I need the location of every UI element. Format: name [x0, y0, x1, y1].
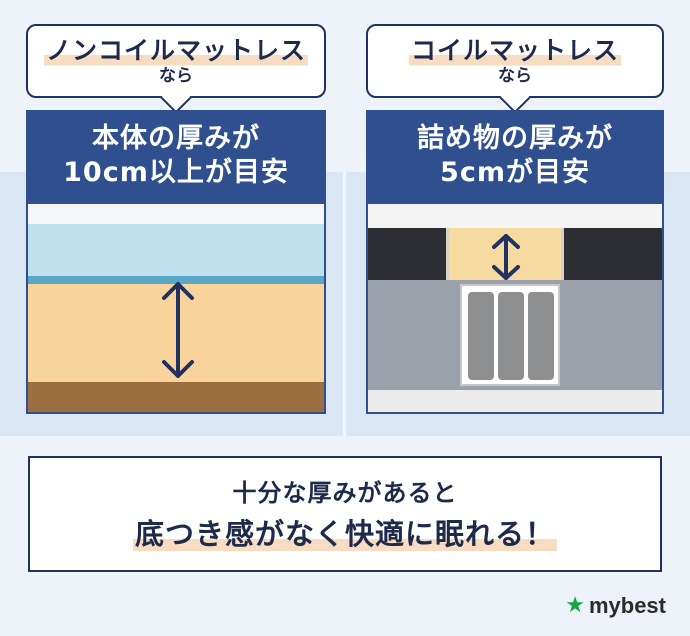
- non-coil-bubble-subtitle: なら: [159, 66, 193, 86]
- star-icon: ★: [565, 593, 585, 618]
- non-coil-headline-line1: 本体の厚みが: [92, 123, 260, 154]
- speech-bubble-tail: [499, 82, 531, 114]
- coil-mattress-photo: [366, 204, 664, 414]
- coil-headline-line2: 5cmが目安: [440, 157, 590, 188]
- conclusion-line1: 十分な厚みがあると: [232, 479, 458, 507]
- coil-speech-bubble: コイルマットレス なら: [366, 24, 664, 114]
- coil-headline-line1: 詰め物の厚みが: [417, 123, 613, 154]
- non-coil-headline: 本体の厚みが 10cm以上が目安: [26, 110, 326, 204]
- coil-headline: 詰め物の厚みが 5cmが目安: [366, 110, 664, 204]
- non-coil-headline-line2: 10cm以上が目安: [63, 157, 289, 188]
- panel-divider: [343, 172, 346, 436]
- coil-bubble-title: コイルマットレス: [408, 34, 621, 68]
- mybest-logo: ★ mybest: [565, 590, 666, 622]
- coil-spring: [528, 292, 554, 380]
- conclusion-message-box: 十分な厚みがあると 底つき感がなく快適に眠れる！: [28, 456, 662, 572]
- logo-text: mybest: [588, 593, 666, 618]
- mattress-edge-left: [368, 228, 446, 280]
- coil-cutaway: [460, 284, 560, 386]
- non-coil-mattress-photo: [26, 204, 326, 414]
- non-coil-bubble-title: ノンコイルマットレス: [43, 34, 308, 68]
- mattress-edge-right: [564, 228, 662, 280]
- coil-spring: [498, 292, 524, 380]
- thickness-arrow-icon: [162, 282, 194, 378]
- foam-top-layer: [28, 224, 324, 276]
- coil-spring: [468, 292, 494, 380]
- thickness-arrow-icon: [492, 234, 520, 280]
- coil-bubble-subtitle: なら: [498, 66, 532, 86]
- conclusion-line2: 底つき感がなく快適に眠れる！: [132, 514, 557, 554]
- non-coil-speech-bubble: ノンコイルマットレス なら: [26, 24, 326, 114]
- wooden-base: [28, 382, 324, 412]
- speech-bubble-tail: [160, 82, 192, 114]
